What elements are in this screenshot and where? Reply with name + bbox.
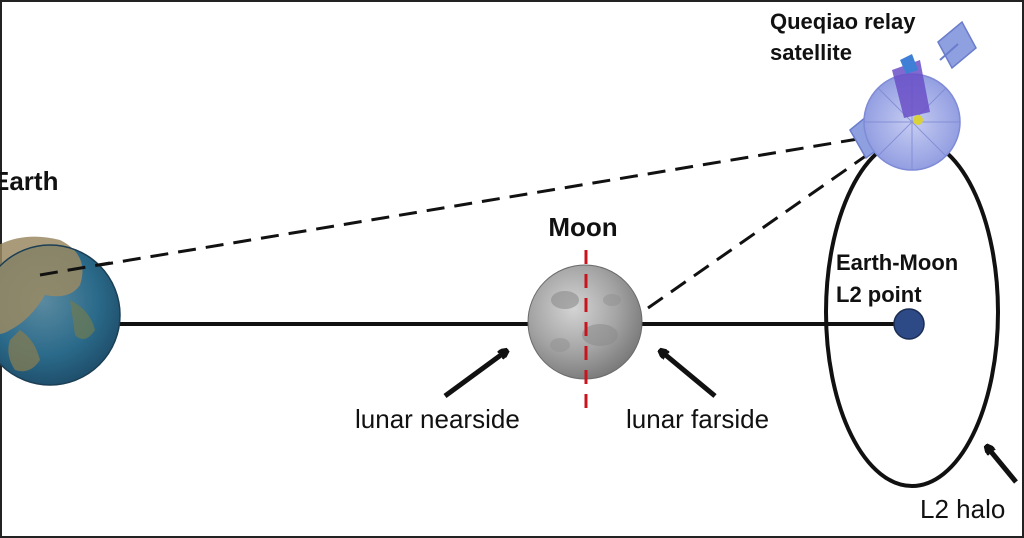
l2-label-line1: Earth-Moon — [836, 250, 958, 275]
l2-point-marker-icon — [893, 308, 925, 340]
farside-label: lunar farside — [626, 404, 769, 434]
earth-dashed-continuation — [39, 261, 111, 277]
earth-globe-icon — [0, 236, 121, 386]
satellite-label-line1: Queqiao relay — [770, 9, 916, 34]
l2-label-line2: L2 point — [836, 282, 922, 307]
moon-satellite-dashed-line — [647, 130, 901, 310]
nearside-arrow — [443, 352, 505, 399]
moon-label: Moon — [548, 212, 617, 242]
farside-arrow — [662, 352, 717, 398]
earth-label: Earth — [0, 166, 58, 196]
earth-satellite-dashed-line — [39, 130, 901, 277]
halo-arrow — [988, 448, 1018, 484]
moon-icon — [527, 264, 643, 380]
halo-label: L2 halo — [920, 494, 1005, 524]
satellite-label-line2: satellite — [770, 40, 852, 65]
nearside-label: lunar nearside — [355, 404, 520, 434]
relay-satellite-icon — [849, 20, 977, 171]
